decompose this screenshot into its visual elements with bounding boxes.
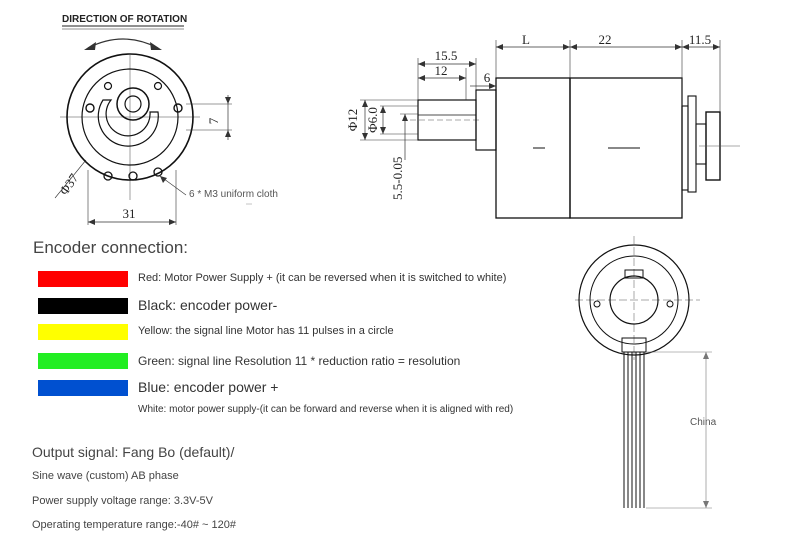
dim-flat: 5.5-0.05 (390, 157, 405, 200)
encoder-end-view (575, 236, 712, 509)
spec-output-signal: Output signal: Fang Bo (default)/ (32, 444, 235, 460)
wire-label-white: White: motor power supply-(it can be for… (138, 404, 514, 415)
wire-swatch-white (38, 405, 128, 421)
hole-note: 6 * M3 uniform cloth (189, 189, 278, 200)
front-width-label: 31 (123, 206, 136, 221)
rotation-title: DIRECTION OF ROTATION (62, 14, 187, 25)
front-diameter-label: Φ37 (56, 170, 81, 197)
dim-12: 12 (435, 63, 448, 78)
wire-label-red: Red: Motor Power Supply + (it can be rev… (138, 272, 507, 284)
spec-sine-wave: Sine wave (custom) AB phase (32, 470, 179, 482)
wire-swatch-green (38, 353, 128, 369)
wire-swatch-black (38, 298, 128, 314)
encoder-heading: Encoder connection: (33, 238, 188, 257)
dim-22: 22 (599, 32, 612, 47)
wire-label-green: Green: signal line Resolution 11 * reduc… (138, 354, 461, 368)
front-view (54, 53, 232, 225)
side-view (360, 40, 740, 219)
dim-15-5: 15.5 (435, 48, 458, 63)
dim-phi6: Φ6.0 (365, 107, 380, 133)
dim-6: 6 (484, 70, 491, 85)
rotation-arrow-icon (87, 38, 159, 49)
wire-swatch-blue (38, 380, 128, 396)
dim-L: L (522, 32, 530, 47)
wire-label-black: Black: encoder power- (138, 297, 278, 313)
cable-length-label: China (690, 417, 717, 428)
wire-label-blue: Blue: encoder power + (138, 379, 279, 395)
front-offset-label: 7 (206, 117, 221, 124)
wire-swatch-red (38, 271, 128, 287)
spec-voltage: Power supply voltage range: 3.3V-5V (32, 495, 214, 507)
wire-swatch-yellow (38, 324, 128, 340)
wire-label-yellow: Yellow: the signal line Motor has 11 pul… (138, 325, 394, 337)
spec-temperature: Operating temperature range:-40# ~ 120# (32, 519, 236, 531)
dim-11-5: 11.5 (689, 32, 711, 47)
dim-phi12: Φ12 (345, 109, 360, 132)
